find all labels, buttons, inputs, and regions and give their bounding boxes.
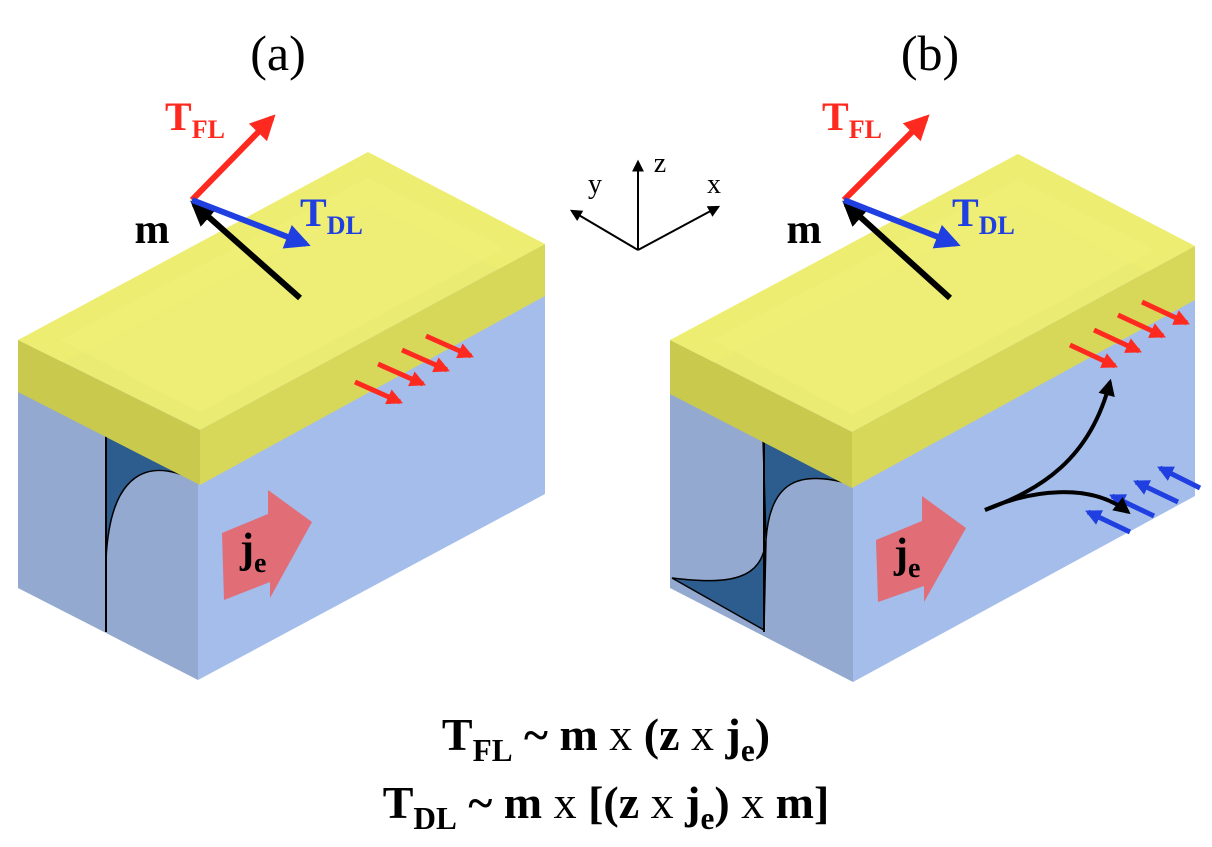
formula-part: m] <box>764 777 830 828</box>
torque-fl-label: TFL <box>822 94 882 144</box>
cross-symbol: x <box>650 777 674 828</box>
formula-sub: DL <box>413 800 457 836</box>
substrate-right-face <box>198 292 545 680</box>
current-base: j <box>893 531 908 577</box>
spin-arrow <box>1068 342 1118 369</box>
torque-dl-label: TDL <box>300 190 363 240</box>
yellow-layer-right <box>852 246 1195 488</box>
spin-deflection-down-arrow <box>984 490 1131 515</box>
spin-arrow <box>424 333 474 359</box>
formula-sub: e <box>700 800 715 836</box>
current-base: j <box>239 526 254 572</box>
spin-arrow <box>1157 465 1202 491</box>
torque-dl-base: T <box>300 190 327 235</box>
spin-arrow <box>376 361 426 387</box>
current-label: je <box>239 526 266 579</box>
formula-part: j <box>714 709 741 760</box>
cross-symbol: x <box>609 709 633 760</box>
spin-arrows-red <box>1068 299 1190 369</box>
cross-symbol: x <box>741 777 765 828</box>
spin-arrow <box>353 379 403 405</box>
current-arrow <box>876 496 966 602</box>
yellow-layer-top-inner <box>60 178 505 412</box>
formula-damping-like: TDL ~ m x [(z x je) x m] <box>0 777 1212 836</box>
y-axis <box>569 209 639 251</box>
current-profile-lower <box>671 539 767 632</box>
formula-field-like: TFL ~ m x (z x je) <box>0 709 1212 768</box>
current-sub: e <box>254 548 266 579</box>
spin-arrow <box>1092 327 1142 354</box>
spin-arrow <box>400 347 450 373</box>
current-label: je <box>893 531 920 584</box>
x-axis <box>637 205 721 251</box>
torque-fl-base: T <box>165 94 192 139</box>
magnetization-label: m <box>135 207 170 253</box>
cross-symbol: x <box>553 777 577 828</box>
torque-dl-sub: DL <box>327 211 363 240</box>
formula-part: ) <box>754 709 771 760</box>
cross-symbol: x <box>691 709 715 760</box>
formula-part: ) <box>714 777 742 828</box>
spin-arrow <box>1133 479 1180 505</box>
yellow-layer-top-inner <box>712 180 1155 414</box>
torque-dl-arrow <box>842 197 961 249</box>
yellow-layer-right <box>200 244 545 485</box>
formula-part: (z <box>632 709 692 760</box>
torque-dl-arrow <box>190 197 311 249</box>
torque-dl-sub: DL <box>979 211 1015 240</box>
magnetization-label: m <box>787 207 822 253</box>
torque-dl-label: TDL <box>952 190 1015 240</box>
spin-arrows-red <box>353 333 474 405</box>
torque-fl-base: T <box>822 94 849 139</box>
torque-fl-arrow <box>189 114 276 203</box>
torque-dl-base: T <box>952 190 979 235</box>
spin-arrow <box>1085 509 1132 535</box>
x-axis-label: x <box>707 169 721 200</box>
spin-arrow <box>1140 299 1190 326</box>
formula-part: ~ m <box>456 777 554 828</box>
formula-part: j <box>673 777 701 828</box>
formula-part: ~ m <box>512 709 610 760</box>
panel-label: (b) <box>901 25 959 81</box>
formula-T: T <box>441 709 473 760</box>
magnetization-arrow <box>842 200 953 301</box>
spin-arrow <box>1116 312 1166 339</box>
torque-fl-arrow <box>841 114 930 203</box>
panel-a: (a) m TFL TDL je <box>18 25 545 680</box>
current-arrow <box>222 490 312 600</box>
yellow-layer-front <box>670 340 852 488</box>
torque-fl-sub: FL <box>849 115 882 144</box>
yellow-layer-front <box>18 340 200 485</box>
formula-sub: e <box>740 732 755 768</box>
coordinate-axes <box>569 159 721 251</box>
torque-fl-sub: FL <box>192 115 225 144</box>
z-axis-label: z <box>654 148 666 179</box>
current-sub: e <box>908 553 920 584</box>
panel-label: (a) <box>250 25 306 81</box>
formula-part: [(z <box>576 777 651 828</box>
y-axis-label: y <box>588 169 602 200</box>
formula-sub: FL <box>472 732 513 768</box>
panel-b: (b) m TFL TDL je <box>670 25 1202 682</box>
magnetization-arrow <box>190 200 302 301</box>
formula-T: T <box>382 777 414 828</box>
torque-fl-label: TFL <box>165 94 225 144</box>
